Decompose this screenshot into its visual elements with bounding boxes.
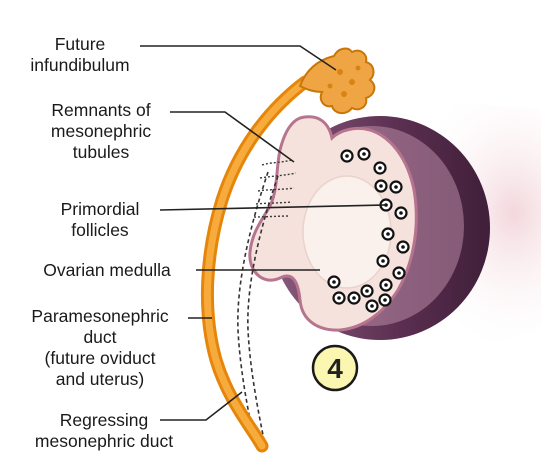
label-line: mesonephric duct xyxy=(34,431,174,451)
label-line: Regressing xyxy=(59,410,149,430)
fimbriae-texture xyxy=(327,65,361,97)
ovarian-medulla xyxy=(302,175,392,289)
label-ovarian-medulla: Ovarian medulla xyxy=(20,260,194,281)
regressing-mesonephric-duct xyxy=(237,171,279,441)
label-line: mesonephric xyxy=(50,121,152,141)
label-line: tubules xyxy=(72,142,130,162)
stage-badge: 4 xyxy=(311,344,359,392)
label-line: (future oviduct xyxy=(44,348,156,368)
label-mesonephric-tubules: Remnants of mesonephric tubules xyxy=(34,100,168,163)
leader-infundibulum xyxy=(140,45,337,71)
label-regressing-duct: Regressing mesonephric duct xyxy=(10,410,198,452)
label-line: Paramesonephric xyxy=(31,306,169,326)
label-line: Future xyxy=(54,34,106,54)
infundibulum-fimbriae xyxy=(298,47,376,114)
leader-follicles xyxy=(159,204,387,211)
label-line: infundibulum xyxy=(30,55,130,75)
leader-regressing xyxy=(160,391,243,421)
paramesonephric-duct-highlight xyxy=(203,78,309,450)
label-line: Ovarian medulla xyxy=(43,260,171,280)
label-line: Primordial xyxy=(60,199,140,219)
label-line: duct xyxy=(83,327,117,347)
label-line: and uterus) xyxy=(55,369,145,389)
label-line: Remnants of xyxy=(51,100,151,120)
label-future-infundibulum: Future infundibulum xyxy=(22,34,138,76)
label-primordial-follicles: Primordial follicles xyxy=(44,199,156,241)
label-line: follicles xyxy=(71,220,129,240)
stage-number: 4 xyxy=(327,353,343,384)
primordial-follicles xyxy=(327,147,410,313)
label-paramesonephric-duct: Paramesonephric duct (future oviduct and… xyxy=(14,306,186,390)
leader-tubules xyxy=(170,111,295,163)
leader-lines xyxy=(140,45,387,421)
